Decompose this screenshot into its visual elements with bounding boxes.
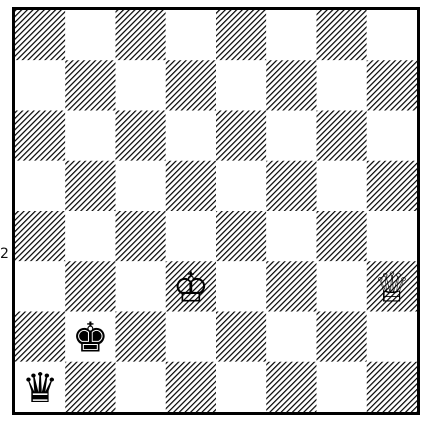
square-f6 <box>266 111 316 161</box>
square-g8 <box>317 10 367 60</box>
square-f4 <box>266 211 316 261</box>
square-c3 <box>116 261 166 311</box>
square-c2 <box>116 312 166 362</box>
square-f8 <box>266 10 316 60</box>
black-queen-icon: ♛ <box>22 364 59 412</box>
square-b4 <box>65 211 115 261</box>
square-d1 <box>166 362 216 412</box>
square-h4 <box>367 211 417 261</box>
square-d4 <box>166 211 216 261</box>
white-king-icon: ♔ <box>172 263 209 311</box>
square-f7 <box>266 60 316 110</box>
square-e5 <box>216 161 266 211</box>
square-g1 <box>317 362 367 412</box>
square-f3 <box>266 261 316 311</box>
square-c4 <box>116 211 166 261</box>
black-king-icon: ♚ <box>72 314 109 362</box>
square-d6 <box>166 111 216 161</box>
square-a7 <box>15 60 65 110</box>
square-b3 <box>65 261 115 311</box>
square-e1 <box>216 362 266 412</box>
square-e4 <box>216 211 266 261</box>
square-a8 <box>15 10 65 60</box>
square-e3 <box>216 261 266 311</box>
square-g3 <box>317 261 367 311</box>
square-b5 <box>65 161 115 211</box>
square-g7 <box>317 60 367 110</box>
square-a3 <box>15 261 65 311</box>
square-c7 <box>116 60 166 110</box>
square-c1 <box>116 362 166 412</box>
square-d2 <box>166 312 216 362</box>
square-c6 <box>116 111 166 161</box>
square-d7 <box>166 60 216 110</box>
square-e8 <box>216 10 266 60</box>
square-g5 <box>317 161 367 211</box>
square-e6 <box>216 111 266 161</box>
square-h6 <box>367 111 417 161</box>
square-h1 <box>367 362 417 412</box>
square-c8 <box>116 10 166 60</box>
edge-mark: 2 <box>0 247 9 261</box>
chess-board-grid: ♔ ♕ ♚ ♛ <box>15 10 417 412</box>
square-a6 <box>15 111 65 161</box>
square-f5 <box>266 161 316 211</box>
square-c5 <box>116 161 166 211</box>
square-a2 <box>15 312 65 362</box>
square-h7 <box>367 60 417 110</box>
square-e2 <box>216 312 266 362</box>
square-g2 <box>317 312 367 362</box>
square-b7 <box>65 60 115 110</box>
square-d8 <box>166 10 216 60</box>
square-a4 <box>15 211 65 261</box>
square-e7 <box>216 60 266 110</box>
square-h2 <box>367 312 417 362</box>
square-f2 <box>266 312 316 362</box>
square-f1 <box>266 362 316 412</box>
square-b6 <box>65 111 115 161</box>
square-h5 <box>367 161 417 211</box>
chess-board: ♔ ♕ ♚ ♛ <box>12 7 420 415</box>
square-d5 <box>166 161 216 211</box>
square-b1 <box>65 362 115 412</box>
white-queen-icon: ♕ <box>373 263 410 311</box>
square-b8 <box>65 10 115 60</box>
square-g4 <box>317 211 367 261</box>
square-g6 <box>317 111 367 161</box>
square-a5 <box>15 161 65 211</box>
square-h8 <box>367 10 417 60</box>
